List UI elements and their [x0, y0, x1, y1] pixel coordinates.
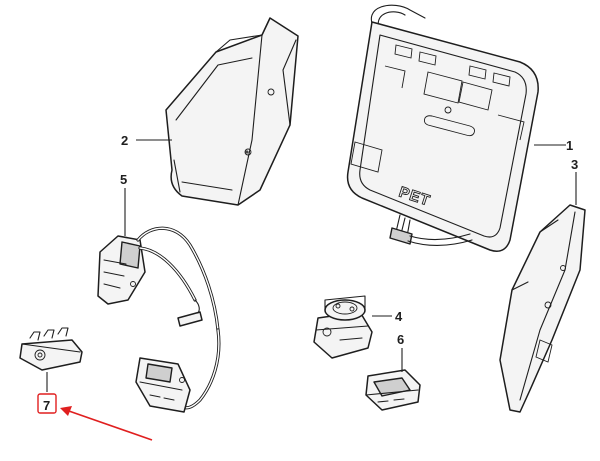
part-6-switch-block[interactable]	[365, 369, 421, 411]
callout-4: 4	[395, 309, 403, 324]
callout-2: 2	[121, 133, 128, 148]
part-3-vertical-trim[interactable]	[499, 204, 586, 413]
callout-7: 7	[43, 398, 50, 413]
callout-6: 6	[397, 332, 404, 347]
part-4-actuator[interactable]	[313, 295, 373, 359]
leader-lines	[46, 139, 577, 392]
part-1-seat-mat[interactable]: PET	[346, 4, 539, 252]
callout-1: 1	[566, 138, 573, 153]
callout-3: 3	[571, 157, 578, 172]
part-2-side-trim-panel[interactable]	[165, 17, 299, 206]
red-pointer-arrow	[60, 406, 153, 441]
callout-7-highlight-box	[37, 393, 57, 414]
part-7-connector-bar[interactable]	[19, 327, 83, 371]
part-5-switch-harness[interactable]	[97, 226, 221, 413]
callout-5: 5	[120, 172, 127, 187]
